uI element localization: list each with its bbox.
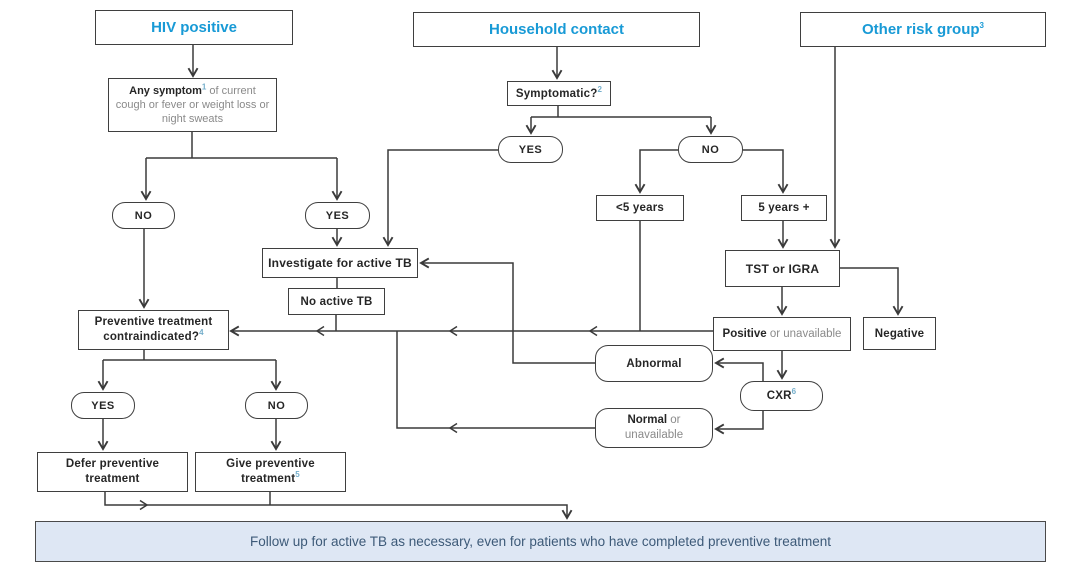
node-symptomatic-no: NO [678,136,743,163]
contraindicated-label: Preventive treatment contraindicated?4 [79,315,228,345]
node-give-treatment: Give preventive treatment5 [195,452,346,492]
household-contact-label: Household contact [488,21,624,38]
node-tst-or-igra: TST or IGRA [725,250,840,287]
node-defer-treatment: Defer preventive treatment [37,452,188,492]
positive-or-unavailable-label: Positive or unavailable [723,327,842,342]
hiv-positive-label: HIV positive [151,19,237,36]
node-hiv-positive: HIV positive [95,10,293,45]
follow-up-banner: Follow up for active TB as necessary, ev… [35,521,1046,562]
symptomatic-no-label: NO [701,143,720,156]
node-household-contact: Household contact [413,12,700,47]
any-symptom-bold: Any symptom [129,84,202,97]
cxr-text: CXR [766,390,792,402]
symptomatic-yes-label: YES [518,143,543,156]
node-5-years-plus: 5 years + [741,195,827,221]
no-active-tb-label: No active TB [300,295,373,308]
normal-or-unavailable-label: Normal or unavailable [602,413,706,443]
negative-label: Negative [874,327,925,340]
cxr-label: CXR6 [766,387,797,402]
no-symptom-label: NO [134,209,153,222]
other-risk-group-text: Other risk group [862,21,980,38]
normal-bold: Normal [627,414,668,427]
give-treatment-text: Give preventive treatment [226,458,315,485]
node-contraindicated-yes: YES [71,392,135,419]
node-negative: Negative [863,317,936,350]
defer-treatment-label: Defer preventive treatment [65,458,160,485]
any-symptom-footnote: 1 [201,81,207,91]
5-years-plus-label: 5 years + [758,202,810,214]
node-normal-or-unavailable: Normal or unavailable [595,408,713,448]
tst-or-igra-label: TST or IGRA [745,261,820,276]
node-positive-or-unavailable: Positive or unavailable [713,317,851,351]
symptomatic-text: Symptomatic? [515,87,598,100]
investigate-active-tb-label: Investigate for active TB [268,256,412,270]
yes-symptom-label: YES [325,209,350,222]
node-yes-symptom: YES [305,202,370,229]
contraindicated-yes-label: YES [91,399,115,412]
positive-rest: or unavailable [766,327,842,340]
node-symptomatic: Symptomatic?2 [507,81,611,106]
node-any-symptom: Any symptom1 of current cough or fever o… [108,78,277,132]
give-treatment-label: Give preventive treatment5 [210,457,331,487]
node-contraindicated: Preventive treatment contraindicated?4 [78,310,229,350]
other-risk-group-label: Other risk group3 [862,21,984,38]
node-under-5-years: <5 years [596,195,684,221]
contraindicated-no-label: NO [267,399,286,412]
node-cxr: CXR6 [740,381,823,411]
node-abnormal: Abnormal [595,345,713,382]
node-symptomatic-yes: YES [498,136,563,163]
node-other-risk-group: Other risk group3 [800,12,1046,47]
follow-up-banner-label: Follow up for active TB as necessary, ev… [249,534,832,549]
node-investigate-active-tb: Investigate for active TB [262,248,418,278]
symptomatic-label: Symptomatic?2 [515,84,603,100]
under-5-years-label: <5 years [616,202,664,214]
symptomatic-footnote: 2 [597,84,603,94]
contraindicated-footnote: 4 [199,328,204,338]
any-symptom-rest: of current cough or fever or weight loss… [115,84,270,126]
node-contraindicated-no: NO [245,392,308,419]
node-no-symptom: NO [112,202,175,229]
normal-rest: or unavailable [624,414,684,441]
positive-bold: Positive [722,327,767,340]
cxr-footnote: 6 [791,387,797,397]
abnormal-label: Abnormal [626,357,682,370]
contraindicated-text: Preventive treatment contraindicated? [94,316,213,343]
node-no-active-tb: No active TB [288,288,385,315]
other-risk-group-footnote: 3 [979,21,984,30]
give-treatment-footnote: 5 [295,470,300,480]
any-symptom-label: Any symptom1 of current cough or fever o… [115,81,270,127]
